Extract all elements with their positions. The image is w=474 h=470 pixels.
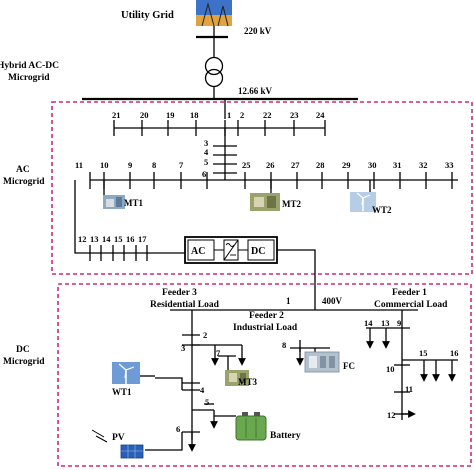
dc-bus-4: 4 <box>200 385 205 395</box>
ac-bus-13: 13 <box>90 234 99 244</box>
wt1-label: WT1 <box>112 387 132 397</box>
ac-label-2: Microgrid <box>3 177 45 187</box>
ac-bus-20: 20 <box>140 110 149 120</box>
dc-bus-10: 10 <box>386 364 395 374</box>
pv-panel-icon <box>91 429 144 459</box>
ac-microgrid-frame <box>51 101 473 275</box>
ac-bus-8: 8 <box>152 160 156 170</box>
ac-bus-12: 12 <box>78 234 87 244</box>
hybrid-label-1: Hybrid AC-DC <box>0 61 59 71</box>
ac-bus-27: 27 <box>291 160 300 170</box>
dc-label-2: Microgrid <box>3 357 45 367</box>
feeder3-title: Feeder 3 <box>162 288 197 298</box>
fuel-cell-icon <box>304 351 340 373</box>
dc-voltage-label: 400V <box>322 296 343 306</box>
ac-bus-32: 32 <box>419 160 428 170</box>
dc-bus-13: 13 <box>381 318 390 328</box>
microturbine-icon <box>103 195 125 209</box>
ac-lower-ticks <box>89 245 148 261</box>
ac-bus-6: 6 <box>202 169 206 179</box>
dc-bus-11: 11 <box>405 384 413 394</box>
ac-bus-15: 15 <box>114 234 123 244</box>
feeder1-title: Feeder 1 <box>392 288 427 298</box>
dc-bus-12: 12 <box>387 410 396 420</box>
ac-label-1: AC <box>16 165 30 175</box>
microturbine-icon <box>225 370 249 386</box>
ac-bus-19: 19 <box>166 110 175 120</box>
microturbine-icon <box>250 193 280 211</box>
ac-bus-23: 23 <box>290 110 299 120</box>
ac-bus-30: 30 <box>368 160 377 170</box>
fc-label: FC <box>343 361 355 371</box>
dc-microgrid-frame <box>57 283 472 467</box>
converter-ac-label: AC <box>191 246 205 257</box>
ac-bus-14: 14 <box>102 234 111 244</box>
ac-bus-10: 10 <box>100 160 109 170</box>
utility-grid-icon <box>196 0 232 27</box>
dc-label-1: DC <box>16 345 30 355</box>
ac-bus-2: 2 <box>240 110 244 120</box>
dc-bus-1: 1 <box>286 296 291 306</box>
ac-bus-18: 18 <box>190 110 199 120</box>
battery-label: Battery <box>270 431 301 441</box>
feeder1-subtitle: Commercial Load <box>374 300 448 310</box>
mt2-label: MT2 <box>282 199 301 209</box>
feeder3-subtitle: Residential Load <box>150 300 220 310</box>
ac-bus-17: 17 <box>138 234 147 244</box>
feeder2-subtitle: Industrial Load <box>233 323 298 333</box>
ac-bus-9: 9 <box>128 160 132 170</box>
ac-bus-3: 3 <box>204 138 208 148</box>
mt1-label: MT1 <box>124 198 143 208</box>
ac-bus-22: 22 <box>263 110 272 120</box>
dc-bus-14: 14 <box>364 318 373 328</box>
ac-dc-converter <box>184 236 278 264</box>
ac-bus-26: 26 <box>266 160 275 170</box>
ac-bus-33: 33 <box>445 160 454 170</box>
dc-bus-5: 5 <box>205 397 209 407</box>
dc-bus-9: 9 <box>397 318 401 328</box>
transformer-icon <box>204 56 224 88</box>
hybrid-label-2: Microgrid <box>8 73 50 83</box>
ac-bus-29: 29 <box>342 160 351 170</box>
ac-bus-16: 16 <box>126 234 135 244</box>
ac-bus-7: 7 <box>179 160 184 170</box>
voltage-12kv: 12.66 kV <box>238 86 273 96</box>
ac-bus-11: 11 <box>75 160 83 170</box>
battery-icon <box>235 412 267 441</box>
utility-grid-label: Utility Grid <box>121 10 174 21</box>
voltage-220kv: 220 kV <box>244 26 272 36</box>
ac-bus-21: 21 <box>112 110 121 120</box>
ac-bus-4: 4 <box>204 147 209 157</box>
ac-bus-24: 24 <box>316 110 325 120</box>
pv-label: PV <box>112 433 125 443</box>
feeder2-title: Feeder 2 <box>249 311 284 321</box>
dc-bus-3: 3 <box>181 343 185 353</box>
dc-bus-15: 15 <box>419 348 428 358</box>
dc-bus-6: 6 <box>176 424 180 434</box>
wt2-label: WT2 <box>372 205 392 215</box>
ac-bus-1: 1 <box>227 110 231 120</box>
ac-bus-28: 28 <box>316 160 325 170</box>
ac-bus-31: 31 <box>393 160 402 170</box>
ac-bus-5: 5 <box>204 157 208 167</box>
mt3-label: MT3 <box>238 377 257 387</box>
dc-bus-16: 16 <box>450 348 459 358</box>
wind-turbine-icon <box>112 362 140 384</box>
wind-turbine-icon <box>350 192 376 212</box>
dc-bus-7: 7 <box>216 348 221 358</box>
dc-bus-8: 8 <box>282 340 286 350</box>
converter-dc-label: DC <box>251 246 265 257</box>
ac-bus-25: 25 <box>242 160 251 170</box>
dc-bus-2: 2 <box>203 330 207 340</box>
